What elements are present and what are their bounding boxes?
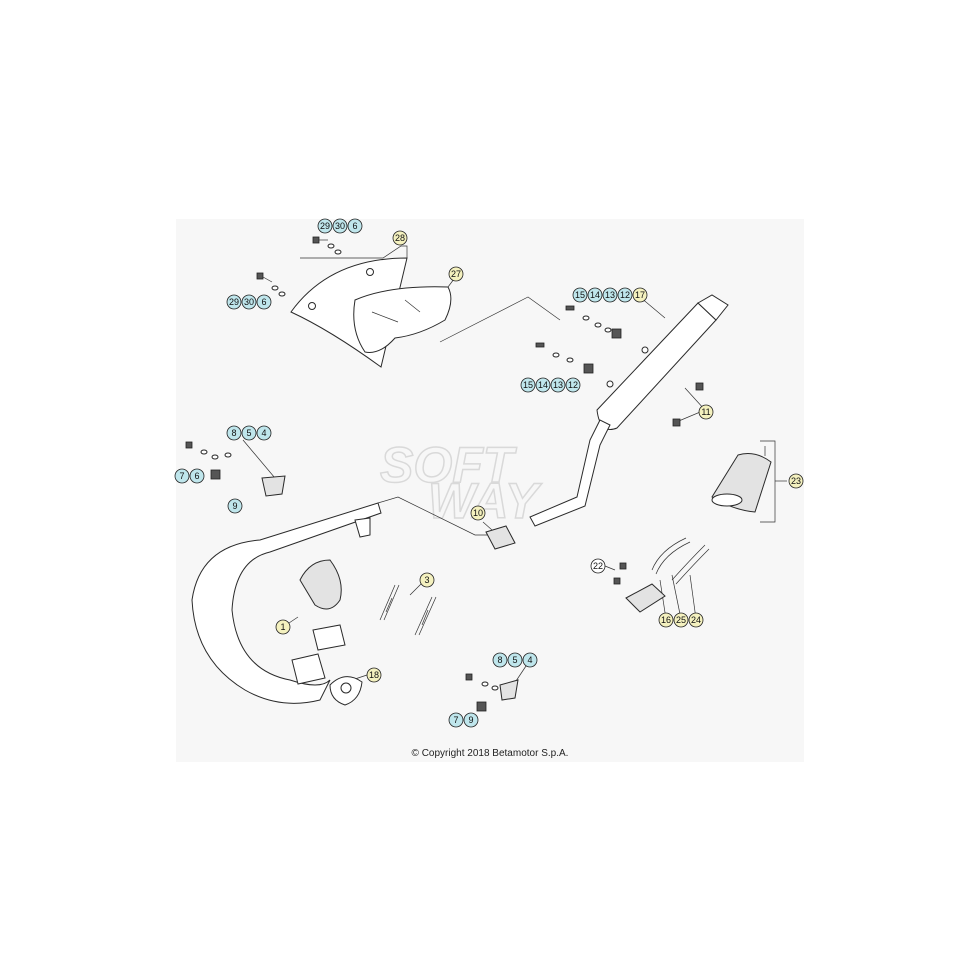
svg-text:7: 7 <box>453 715 458 725</box>
callout-6a[interactable]: 6 <box>347 218 363 234</box>
heat-shield-bolts-left <box>256 272 286 297</box>
svg-text:9: 9 <box>232 501 237 511</box>
svg-text:11: 11 <box>701 407 710 417</box>
svg-text:15: 15 <box>575 290 585 300</box>
callout-27[interactable]: 27 <box>448 266 464 282</box>
watermark-line-1: SOFT <box>380 437 518 493</box>
callout-5a[interactable]: 5 <box>241 425 257 441</box>
callout-4a[interactable]: 4 <box>256 425 272 441</box>
callout-23[interactable]: 23 <box>788 473 804 489</box>
svg-text:6: 6 <box>194 471 199 481</box>
callout-25[interactable]: 25 <box>673 612 689 628</box>
svg-text:14: 14 <box>538 380 548 390</box>
coupling-sleeve <box>485 525 516 550</box>
silencer-mount-bolts-upper <box>565 305 622 339</box>
exhaust-pipe <box>191 502 382 704</box>
svg-text:14: 14 <box>590 290 600 300</box>
svg-text:10: 10 <box>473 508 483 518</box>
svg-text:30: 30 <box>244 297 254 307</box>
svg-text:29: 29 <box>320 221 330 231</box>
end-cap-insert <box>711 446 772 513</box>
callout-15b[interactable]: 15 <box>520 377 536 393</box>
svg-text:22: 22 <box>593 561 603 571</box>
callout-15a[interactable]: 15 <box>572 287 588 303</box>
callout-8b[interactable]: 8 <box>492 652 508 668</box>
exhaust-flange <box>329 676 363 706</box>
callout-24[interactable]: 24 <box>688 612 704 628</box>
callout-8a[interactable]: 8 <box>226 425 242 441</box>
callout-29b[interactable]: 29 <box>226 294 242 310</box>
silencer-mount-bolts-lower <box>535 342 594 374</box>
svg-text:12: 12 <box>568 380 578 390</box>
exhaust-springs <box>379 584 437 636</box>
svg-text:7: 7 <box>179 471 184 481</box>
callout-9b[interactable]: 9 <box>463 712 479 728</box>
svg-text:1: 1 <box>280 622 285 632</box>
callout-7b[interactable]: 7 <box>448 712 464 728</box>
callout-7a[interactable]: 7 <box>174 468 190 484</box>
svg-text:28: 28 <box>395 233 405 243</box>
svg-text:15: 15 <box>523 380 533 390</box>
svg-text:5: 5 <box>246 428 251 438</box>
svg-text:8: 8 <box>231 428 236 438</box>
watermark-line-2: WAY <box>428 473 543 529</box>
callout-4b[interactable]: 4 <box>522 652 538 668</box>
callout-12a[interactable]: 12 <box>617 287 633 303</box>
svg-text:17: 17 <box>635 290 645 300</box>
callout-30b[interactable]: 30 <box>241 294 257 310</box>
svg-text:18: 18 <box>369 670 379 680</box>
svg-text:9: 9 <box>468 715 473 725</box>
svg-text:4: 4 <box>527 655 532 665</box>
callout-28[interactable]: 28 <box>392 230 408 246</box>
callout-13a[interactable]: 13 <box>602 287 618 303</box>
svg-text:4: 4 <box>261 428 266 438</box>
callout-18[interactable]: 18 <box>366 667 382 683</box>
copyright-notice: © Copyright 2018 Betamotor S.p.A. <box>411 748 569 759</box>
svg-text:13: 13 <box>553 380 563 390</box>
svg-text:8: 8 <box>497 655 502 665</box>
heat-shield-bolts-top <box>312 236 342 255</box>
callout-3[interactable]: 3 <box>419 572 435 588</box>
svg-text:27: 27 <box>451 269 461 279</box>
insulation-pad <box>353 286 452 353</box>
callout-13b[interactable]: 13 <box>550 377 566 393</box>
svg-text:25: 25 <box>676 615 686 625</box>
sensor-assembly <box>613 537 710 613</box>
svg-text:24: 24 <box>691 615 701 625</box>
silencer-inlet-pipe <box>529 419 611 527</box>
callout-14a[interactable]: 14 <box>587 287 603 303</box>
front-bracket <box>185 441 286 497</box>
callout-9a[interactable]: 9 <box>227 498 243 514</box>
callout-10[interactable]: 10 <box>470 505 486 521</box>
svg-text:30: 30 <box>335 221 345 231</box>
svg-text:6: 6 <box>352 221 357 231</box>
callout-6b[interactable]: 6 <box>256 294 272 310</box>
svg-text:12: 12 <box>620 290 630 300</box>
callout-16[interactable]: 16 <box>658 612 674 628</box>
callout-17[interactable]: 17 <box>632 287 648 303</box>
callout-1[interactable]: 1 <box>275 619 291 635</box>
svg-text:3: 3 <box>424 575 429 585</box>
svg-text:5: 5 <box>512 655 517 665</box>
softway-watermark: SOFT WAY <box>379 436 543 530</box>
svg-text:23: 23 <box>791 476 801 486</box>
callout-6c[interactable]: 6 <box>189 468 205 484</box>
callout-14b[interactable]: 14 <box>535 377 551 393</box>
svg-text:13: 13 <box>605 290 615 300</box>
svg-text:29: 29 <box>229 297 239 307</box>
callout-22[interactable]: 22 <box>590 558 606 574</box>
callout-12b[interactable]: 12 <box>565 377 581 393</box>
lower-bracket <box>465 673 519 712</box>
callout-5b[interactable]: 5 <box>507 652 523 668</box>
callout-11[interactable]: 11 <box>698 404 714 420</box>
svg-text:6: 6 <box>261 297 266 307</box>
callout-30a[interactable]: 30 <box>332 218 348 234</box>
svg-text:16: 16 <box>661 615 671 625</box>
callout-29a[interactable]: 29 <box>317 218 333 234</box>
